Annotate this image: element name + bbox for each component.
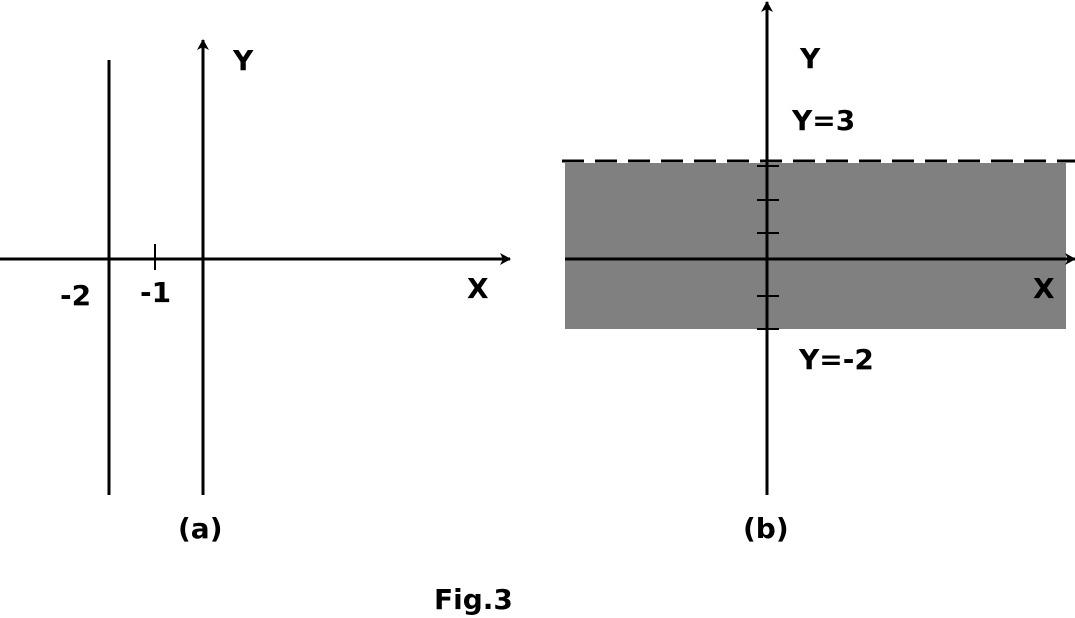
panel-b-lower-line-label: Y=-2	[798, 343, 874, 376]
panel-b-caption: (b)	[743, 512, 789, 545]
panel-b-shaded-region	[565, 163, 1066, 329]
panel-a-x-label: X	[467, 272, 489, 305]
panel-a-y-label: Y	[232, 44, 254, 77]
panel-b-upper-line-label: Y=3	[791, 104, 855, 137]
panel-b-x-label: X	[1033, 272, 1055, 305]
panel-a-tick-label-minus-2: -2	[60, 279, 91, 312]
panel-a-tick-label-minus-1: -1	[140, 276, 171, 309]
panel-a-caption: (a)	[178, 512, 223, 545]
panel-b: Y Y=3 X Y=-2 (b)	[562, 1, 1075, 545]
figure-caption: Fig.3	[434, 583, 513, 616]
panel-a: Y X -2 -1 (a)	[0, 39, 511, 545]
panel-b-y-label: Y	[799, 42, 821, 75]
